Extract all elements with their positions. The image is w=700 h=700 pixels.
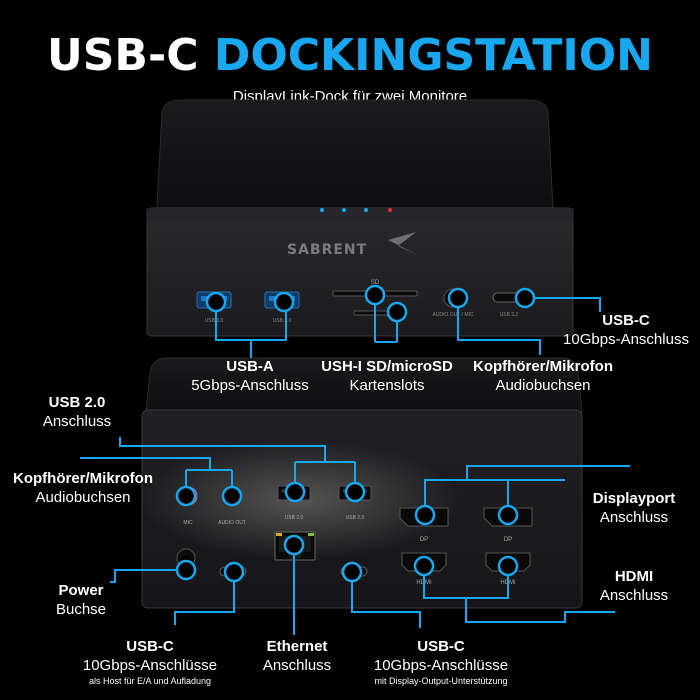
callout-usb-a: USB-A 5Gbps-Anschluss	[191, 358, 309, 394]
callout-audio-front: Kopfhörer/Mikrofon Audiobuchsen	[473, 358, 613, 394]
title-dockingstation: DOCKINGSTATION	[213, 30, 653, 81]
callout-ethernet: Ethernet Anschluss	[262, 638, 332, 674]
callout-audio-back: Kopfhörer/Mikrofon Audiobuchsen	[13, 470, 153, 506]
svg-text:DP: DP	[420, 537, 428, 543]
svg-text:USB 2.0: USB 2.0	[285, 515, 304, 521]
svg-text:USB 3.0: USB 3.0	[273, 318, 292, 324]
svg-text:SD: SD	[371, 280, 380, 286]
callout-usb-c-display: USB-C 10Gbps-Anschlüsse mit Display-Outp…	[373, 638, 509, 686]
callout-power: Power Buchse	[55, 582, 107, 618]
svg-text:USB 3.2: USB 3.2	[500, 312, 519, 318]
callout-hdmi: HDMI Anschluss	[599, 568, 669, 604]
title-usb-c: USB-C	[46, 30, 199, 81]
callout-dots	[175, 284, 536, 583]
callout-usb20: USB 2.0 Anschluss	[42, 394, 112, 430]
svg-text:MIC: MIC	[183, 520, 193, 526]
svg-text:DP: DP	[504, 537, 512, 543]
callout-lines	[80, 297, 630, 635]
page-title: USB-C DOCKINGSTATION	[0, 30, 700, 81]
brand-logo-icon	[388, 232, 420, 256]
svg-text:AUDIO OUT: AUDIO OUT	[218, 520, 246, 526]
svg-text:AUDIO OUT / MIC: AUDIO OUT / MIC	[432, 312, 473, 318]
callout-usb-c-front: USB-C 10Gbps-Anschluss	[563, 312, 689, 348]
callout-usb-c-host: USB-C 10Gbps-Anschlüsse als Host für E/A…	[82, 638, 218, 686]
svg-text:USB 3.0: USB 3.0	[205, 318, 224, 324]
status-leds	[320, 208, 392, 212]
callout-sd: USH-I SD/microSD Kartenslots	[321, 358, 453, 394]
svg-text:USB 2.0: USB 2.0	[346, 515, 365, 521]
front-dock: SABRENT USB 3.0 USB 3.0 SD	[146, 99, 574, 337]
brand-logo: SABRENT	[287, 242, 367, 258]
callout-displayport: Displayport Anschluss	[592, 490, 676, 526]
